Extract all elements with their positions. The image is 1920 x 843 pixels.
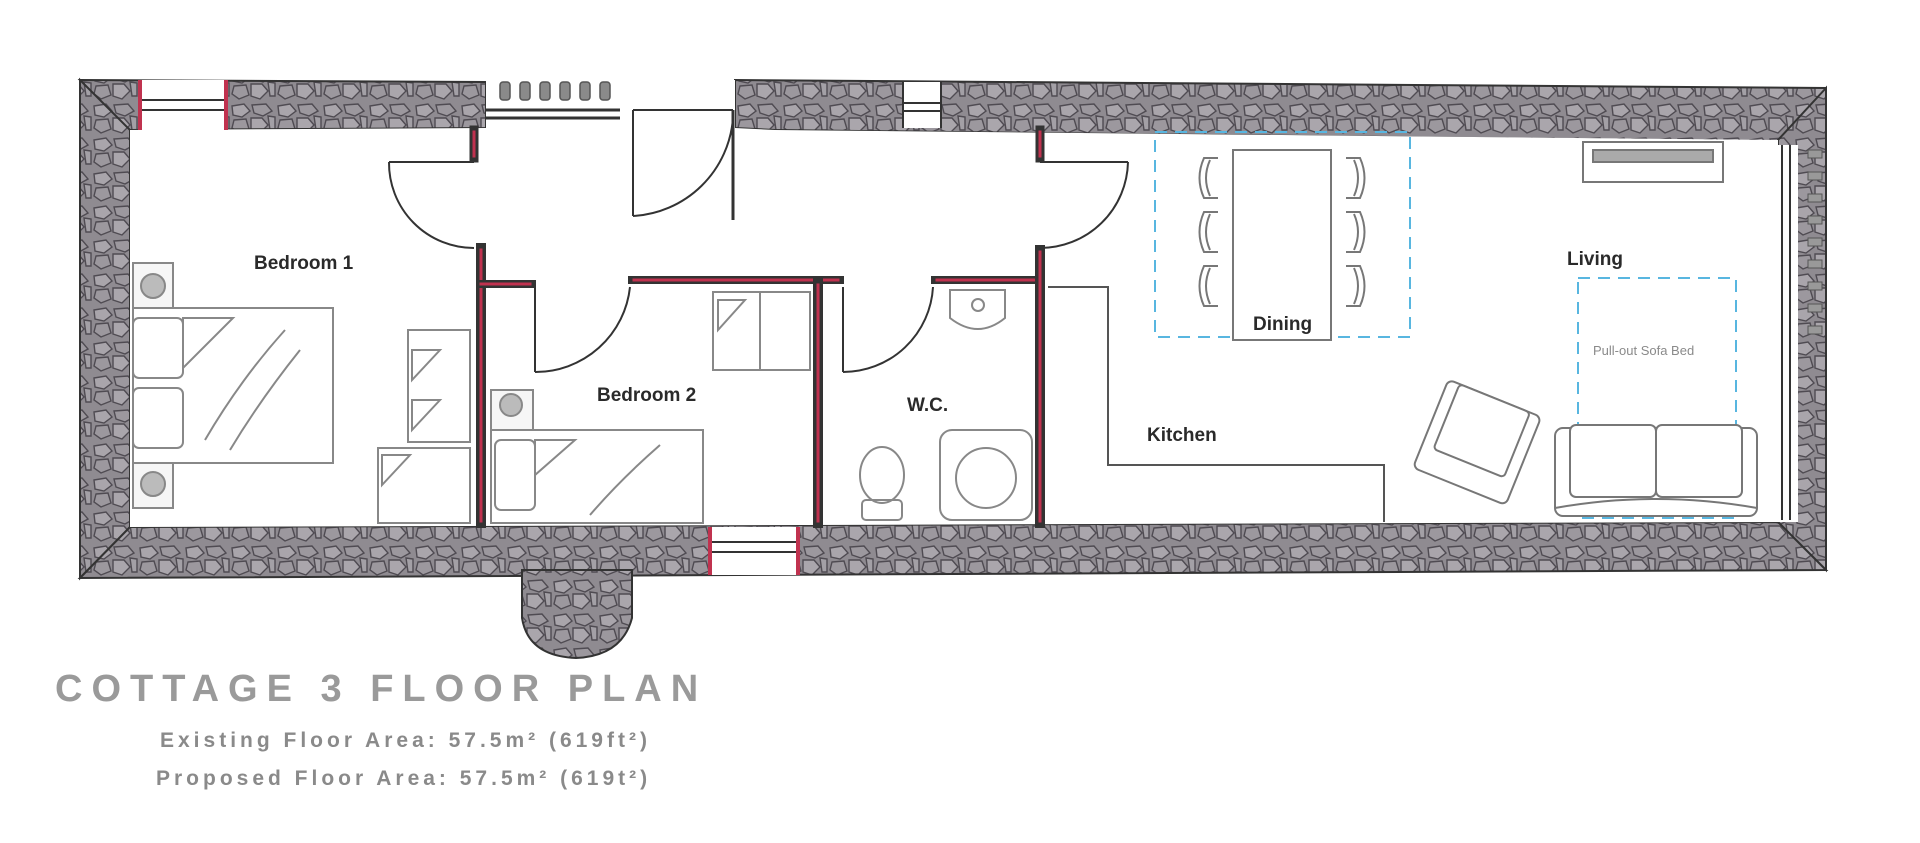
window-bedroom1 [138,80,228,130]
plan-title: COTTAGE 3 FLOOR PLAN [55,668,708,710]
interior-partitions [469,125,1045,528]
armchair-icon [1413,380,1541,505]
toilet-icon [859,446,905,521]
dining-zone [1154,131,1411,341]
shower-icon [939,429,1033,521]
entrance-opening [486,80,735,220]
tv-unit-icon [1582,141,1724,183]
double-bed-icon [132,262,334,509]
room-label-dining: Dining [1253,314,1312,335]
window-living-right [1778,145,1823,522]
sofa-bed-label: Pull-out Sofa Bed [1593,343,1694,358]
existing-area-label: Existing Floor Area: 57.5m² (619ft²) [160,729,651,752]
room-label-wc: W.C. [907,395,948,416]
dining-chair-icon [1198,157,1366,307]
proposed-area-label: Proposed Floor Area: 57.5m² (619t²) [156,767,652,790]
wardrobe-icon [377,329,471,524]
room-label-bedroom2: Bedroom 2 [597,385,696,406]
window-bottom [708,527,800,575]
room-label-bedroom1: Bedroom 1 [254,253,354,274]
entrance-steps-icon [499,81,611,101]
room-label-living: Living [1567,249,1623,270]
interior-floor [130,128,1778,527]
single-bed-icon [490,389,704,524]
window-hall-top [902,82,942,128]
wardrobe-bedroom2-icon [712,291,811,371]
room-label-kitchen: Kitchen [1147,425,1217,446]
washbasin-icon [949,289,1006,330]
kitchen-counter [1048,286,1385,522]
sofa-icon [1554,424,1758,517]
doors [387,161,1129,374]
